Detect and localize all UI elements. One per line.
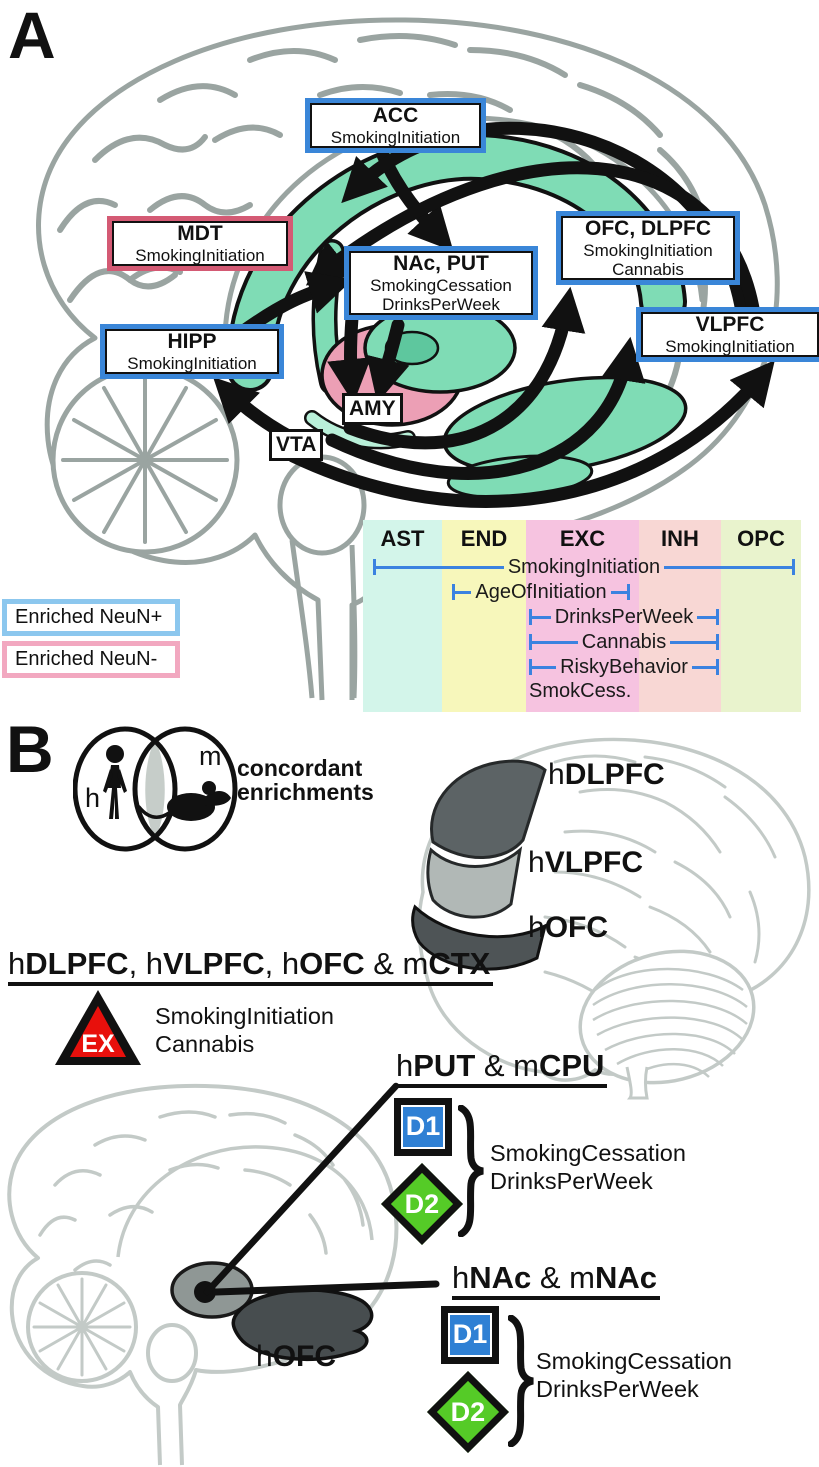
region-box-vta: VTA bbox=[269, 429, 324, 462]
region-trait: DrinksPerWeek bbox=[382, 294, 500, 314]
region-hvlpfc bbox=[426, 846, 523, 919]
label-hofc-bottom: hOFC bbox=[256, 1340, 337, 1373]
range-cannabis: Cannabis bbox=[529, 631, 720, 653]
legend-neun-plus: Enriched NeuN+ bbox=[2, 599, 180, 636]
region-trait: SmokingInitiation bbox=[330, 127, 461, 147]
region-trait: SmokingInitiation bbox=[127, 353, 257, 373]
panel-b-letter: B bbox=[6, 712, 54, 786]
region-trait: SmokingInitiation bbox=[583, 240, 713, 260]
d1-receptor-badge-nac: D1 bbox=[441, 1306, 499, 1364]
venn-human-letter: h bbox=[85, 783, 100, 813]
region-title: VLPFC bbox=[695, 313, 765, 336]
bottom-cerebellum bbox=[26, 1271, 138, 1383]
region-title: HIPP bbox=[167, 330, 217, 353]
label-hvlpfc: hVLPFC bbox=[528, 846, 644, 879]
human-mouse-venn: h m bbox=[73, 726, 238, 852]
lateral-cerebellum bbox=[578, 949, 756, 1100]
neun-legend: Enriched NeuN+ Enriched NeuN- bbox=[2, 599, 180, 678]
region-box-mdt: MDT SmokingInitiation bbox=[107, 216, 293, 271]
region-box-vlpfc: VLPFC SmokingInitiation bbox=[636, 307, 819, 362]
target-dot bbox=[194, 1281, 216, 1303]
celltype-panel: AST END EXC INH OPC SmokingInitiation Ag… bbox=[363, 520, 801, 712]
ex-triangle-icon: EX bbox=[55, 990, 141, 1065]
human-silhouette-icon bbox=[103, 745, 127, 819]
region-title: ACC bbox=[372, 104, 419, 127]
region-title: MDT bbox=[177, 222, 223, 245]
range-smoking-initiation: SmokingInitiation bbox=[373, 556, 795, 578]
region-trait: Cannabis bbox=[612, 259, 684, 279]
legend-neun-minus: Enriched NeuN- bbox=[2, 641, 180, 678]
region-trait: SmokingInitiation bbox=[665, 336, 795, 356]
brace-nac bbox=[508, 1315, 534, 1447]
heading-put-section: hPUT & mCPU bbox=[396, 1049, 608, 1088]
heading-nac-section: hNAc & mNAc bbox=[452, 1261, 661, 1300]
range-smoking-cessation: SmokCess. bbox=[529, 679, 632, 702]
panel-a-letter: A bbox=[8, 0, 56, 72]
traits-ctx: SmokingInitiation Cannabis bbox=[155, 1003, 334, 1057]
label-hofc-lateral: hOFC bbox=[528, 911, 609, 944]
panel-a-brain-art bbox=[36, 17, 780, 701]
column-label: EXC bbox=[559, 526, 606, 551]
column-label: END bbox=[460, 526, 508, 551]
heading-ctx-section: hDLPFC, hVLPFC, hOFC & mCTX bbox=[8, 947, 494, 986]
region-trait: SmokingCessation bbox=[370, 275, 512, 295]
d2-receptor-badge-put: D2 bbox=[380, 1162, 464, 1246]
range-drinks-per-week: DrinksPerWeek bbox=[529, 606, 719, 628]
region-title: NAc, PUT bbox=[393, 252, 489, 275]
region-trait: SmokingInitiation bbox=[135, 245, 265, 265]
lateral-brain-art bbox=[411, 737, 811, 1100]
d1-receptor-badge-put: D1 bbox=[394, 1098, 452, 1156]
column-label: AST bbox=[380, 526, 425, 551]
venn-mouse-letter: m bbox=[199, 741, 222, 771]
d2-receptor-badge-nac: D2 bbox=[426, 1370, 510, 1454]
region-box-acc: ACC SmokingInitiation bbox=[305, 98, 486, 153]
mouse-silhouette-icon bbox=[137, 781, 231, 821]
column-end: END bbox=[442, 520, 526, 712]
column-opc: OPC bbox=[721, 520, 801, 712]
region-box-nac-put: NAc, PUT SmokingCessation DrinksPerWeek bbox=[344, 246, 538, 320]
region-hofc bbox=[411, 904, 548, 971]
traits-nac: SmokingCessation DrinksPerWeek bbox=[536, 1348, 732, 1402]
region-title: OFC, DLPFC bbox=[585, 217, 711, 240]
label-hdlpfc: hDLPFC bbox=[548, 758, 665, 791]
brace-put bbox=[458, 1105, 484, 1237]
traits-put: SmokingCessation DrinksPerWeek bbox=[490, 1140, 686, 1194]
venn-caption: concordant enrichments bbox=[237, 755, 374, 806]
cerebellum bbox=[50, 365, 240, 555]
region-box-amy: AMY bbox=[342, 393, 403, 426]
region-box-hipp: HIPP SmokingInitiation bbox=[100, 324, 284, 379]
bottom-sagittal-brain-art bbox=[7, 1083, 399, 1466]
column-label: INH bbox=[661, 526, 699, 551]
range-risky-behavior: RiskyBehavior bbox=[529, 656, 720, 678]
column-ast: AST bbox=[363, 520, 442, 712]
region-hdlpfc bbox=[430, 759, 547, 859]
ex-triangle-label: EX bbox=[81, 1030, 115, 1058]
range-age-of-initiation: AgeOfInitiation bbox=[452, 581, 631, 603]
region-box-ofc-dlpfc: OFC, DLPFC SmokingInitiation Cannabis bbox=[556, 211, 740, 285]
column-label: OPC bbox=[737, 526, 785, 551]
